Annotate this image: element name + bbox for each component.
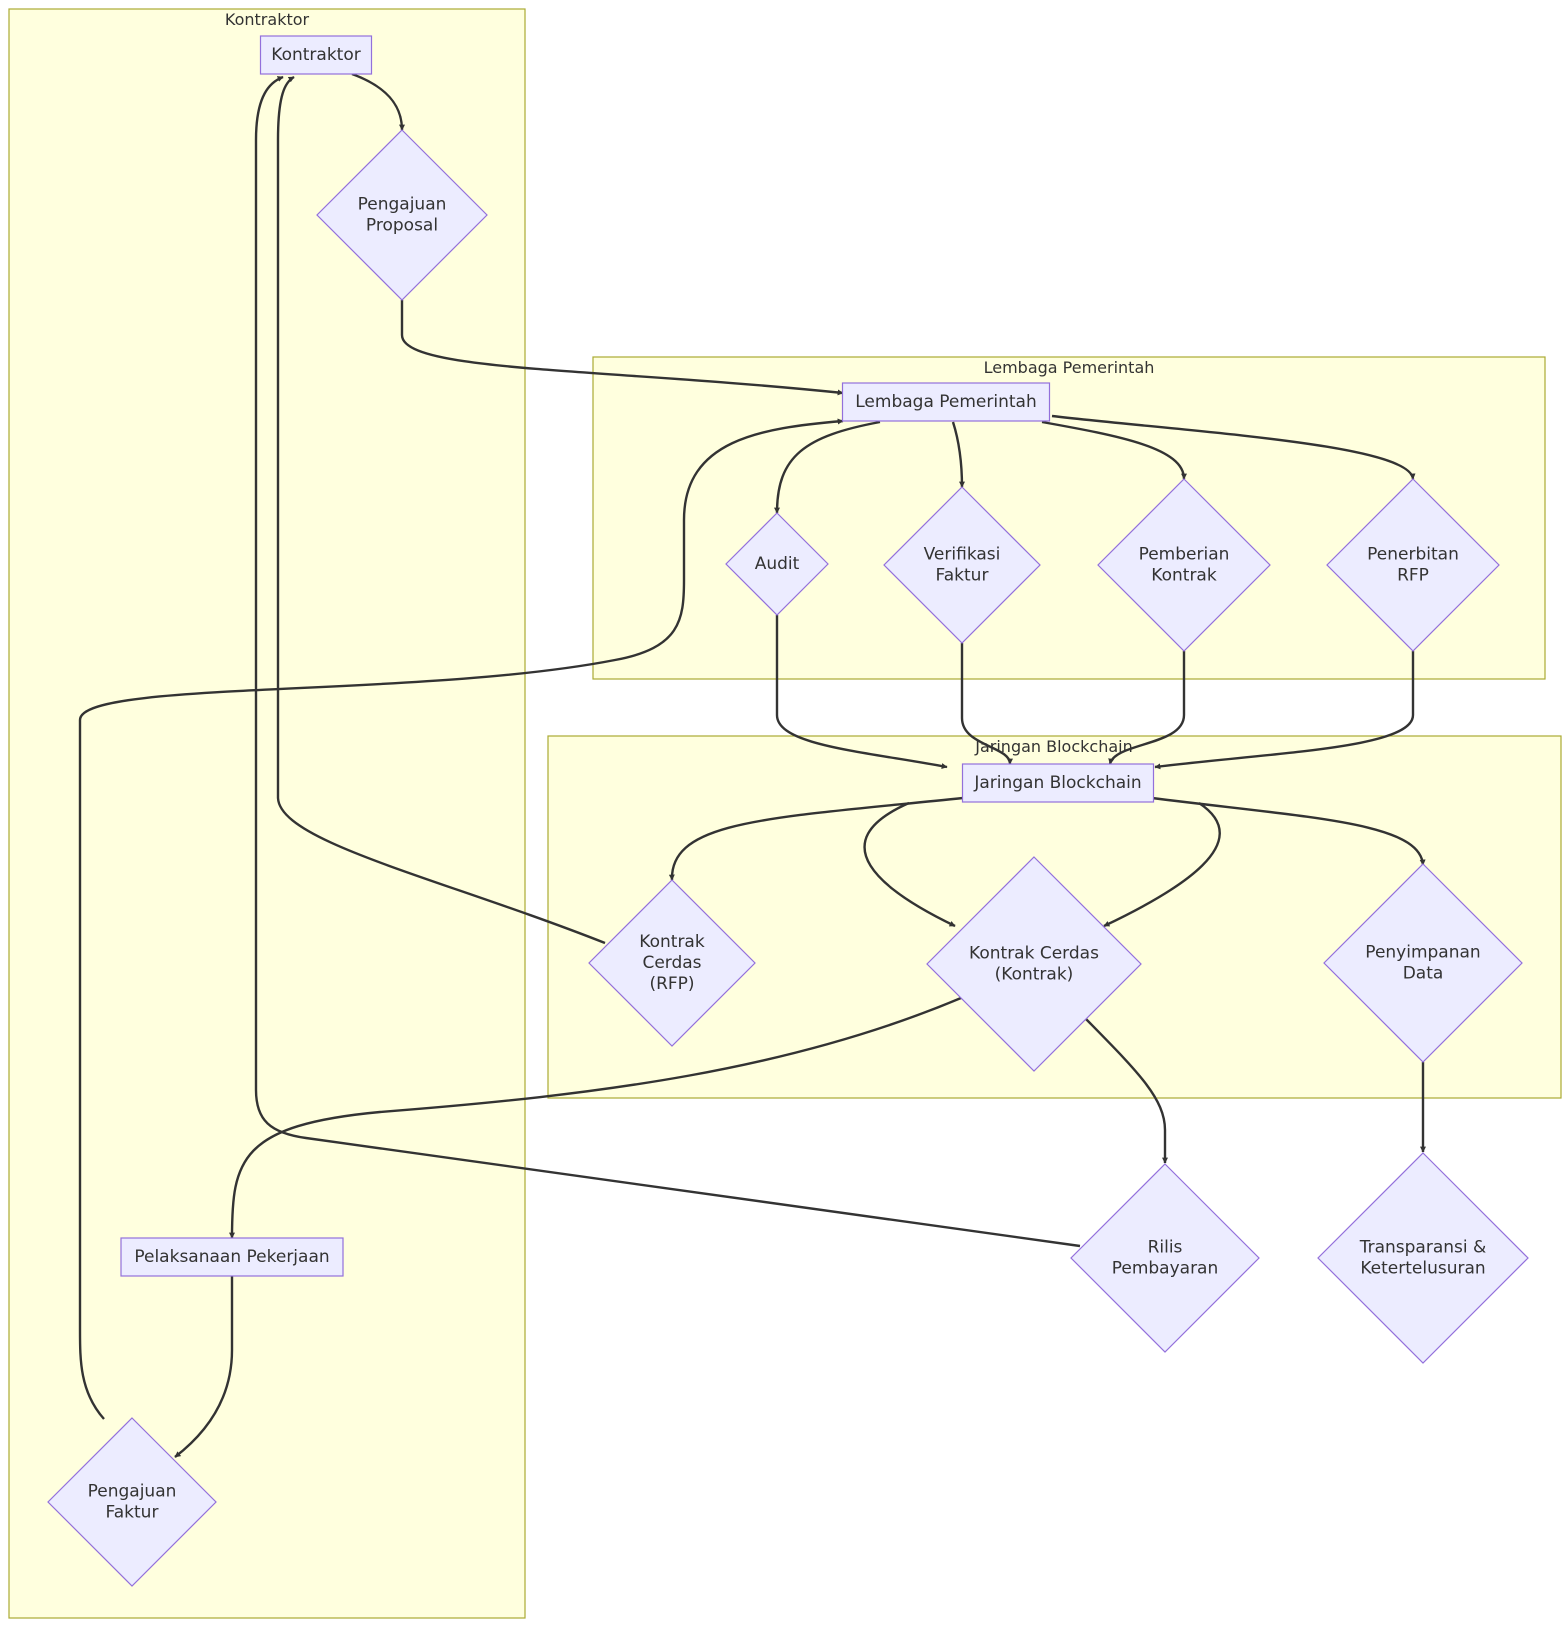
kc-rfp-label-line-2: Cerdas bbox=[642, 953, 701, 973]
pengajuan-faktur-label-line-2: Faktur bbox=[106, 1503, 159, 1523]
edge-kontrak-cerdas-kontrak-to-pelaksanaan bbox=[229, 996, 962, 1239]
cluster-kontraktor: Kontraktor bbox=[8, 8, 526, 1619]
penyimpanan-shape bbox=[1323, 863, 1523, 1063]
node-transparansi-ketertelusuran[interactable]: Transparansi &Ketertelusuran bbox=[1317, 1152, 1529, 1364]
rilis-label-line-1: Rilis bbox=[1148, 1238, 1183, 1258]
node-lembaga-pemerintah[interactable]: Lembaga Pemerintah bbox=[841, 382, 1051, 422]
edge-pengajuan-proposal-to-lembaga bbox=[400, 300, 844, 396]
node-audit[interactable]: Audit bbox=[725, 512, 829, 616]
pengajuan-proposal-label-line-2: Proposal bbox=[366, 216, 438, 236]
kontraktor-shape bbox=[259, 35, 373, 75]
pengajuan-faktur-label-line-1: Pengajuan bbox=[88, 1482, 177, 1502]
edge-jaringan-to-penyimpanan bbox=[1151, 796, 1426, 866]
edges-layer bbox=[78, 72, 1426, 1458]
verifikasi-shape bbox=[883, 486, 1041, 644]
penyimpanan-label-line-2: Data bbox=[1403, 964, 1444, 984]
edge-jaringan-to-kontrak-cerdas-kontrak-left bbox=[863, 801, 956, 928]
penerbitan-label-line-2: RFP bbox=[1397, 566, 1429, 586]
kc-rfp-label-line-1: Kontrak bbox=[639, 932, 705, 952]
node-kontraktor[interactable]: Kontraktor bbox=[259, 35, 373, 75]
edge-pelaksanaan-to-pengajuan-faktur bbox=[174, 1276, 234, 1458]
lembaga-shape bbox=[841, 382, 1051, 422]
penerbitan-shape bbox=[1326, 478, 1500, 652]
pemberian-shape bbox=[1097, 478, 1271, 652]
transparansi-shape bbox=[1317, 1152, 1529, 1364]
edge-audit-to-jaringan bbox=[775, 615, 948, 769]
edge-pemberian-to-jaringan bbox=[1108, 651, 1186, 765]
kontraktor-label-line-1: Kontraktor bbox=[271, 45, 360, 65]
pelaksanaan-shape bbox=[120, 1237, 344, 1277]
kc-kontrak-label-line-1: Kontrak Cerdas bbox=[969, 944, 1099, 964]
audit-shape bbox=[725, 512, 829, 616]
rilis-shape bbox=[1070, 1163, 1260, 1353]
cluster-title-jaringan-blockchain: Jaringan Blockchain bbox=[974, 737, 1132, 756]
jaringan-shape bbox=[961, 763, 1155, 803]
edge-lembaga-to-audit bbox=[774, 420, 881, 514]
kc-kontrak-label-line-2: (Kontrak) bbox=[995, 965, 1074, 985]
pelaksanaan-label-line-1: Pelaksanaan Pekerjaan bbox=[134, 1247, 329, 1267]
edge-penerbitan-to-jaringan bbox=[1154, 651, 1415, 770]
node-kontrak-cerdas-kontrak[interactable]: Kontrak Cerdas(Kontrak) bbox=[926, 856, 1142, 1072]
cluster-title-kontraktor: Kontraktor bbox=[225, 10, 310, 29]
cluster-title-lembaga-pemerintah: Lembaga Pemerintah bbox=[984, 358, 1155, 377]
kc-kontrak-shape bbox=[926, 856, 1142, 1072]
edge-lembaga-to-verifikasi bbox=[951, 421, 965, 488]
edge-jaringan-to-kontrak-cerdas-rfp bbox=[668, 796, 964, 881]
lembaga-label-line-1: Lembaga Pemerintah bbox=[855, 392, 1036, 412]
edge-kontraktor-to-pengajuan-proposal bbox=[351, 72, 405, 131]
audit-label-line-1: Audit bbox=[755, 554, 800, 574]
pengajuan-faktur-shape bbox=[47, 1417, 217, 1587]
node-jaringan-blockchain[interactable]: Jaringan Blockchain bbox=[961, 763, 1155, 803]
verifikasi-label-line-1: Verifikasi bbox=[924, 545, 1001, 565]
node-pelaksanaan-pekerjaan[interactable]: Pelaksanaan Pekerjaan bbox=[120, 1237, 344, 1277]
pengajuan-proposal-shape bbox=[316, 129, 488, 301]
transparansi-label-line-1: Transparansi & bbox=[1359, 1238, 1487, 1258]
edge-lembaga-to-pemberian bbox=[1041, 420, 1187, 480]
rilis-label-line-2: Pembayaran bbox=[1112, 1259, 1219, 1279]
kc-rfp-label-line-3: (RFP) bbox=[649, 974, 694, 994]
pengajuan-proposal-label-line-1: Pengajuan bbox=[358, 195, 447, 215]
penyimpanan-label-line-1: Penyimpanan bbox=[1365, 943, 1480, 963]
edge-jaringan-to-kontrak-cerdas-kontrak-right bbox=[1103, 801, 1221, 928]
jaringan-label-line-1: Jaringan Blockchain bbox=[973, 773, 1141, 793]
penerbitan-label-line-1: Penerbitan bbox=[1367, 545, 1459, 565]
edge-lembaga-to-penerbitan bbox=[1051, 414, 1416, 480]
kc-rfp-shape bbox=[588, 879, 756, 1047]
transparansi-label-line-2: Ketertelusuran bbox=[1360, 1259, 1485, 1279]
edge-kontrak-cerdas-rfp-to-kontraktor bbox=[276, 75, 606, 945]
edge-pengajuan-faktur-to-lembaga bbox=[78, 418, 844, 1420]
edge-kontrak-cerdas-kontrak-to-rilis bbox=[1084, 1017, 1168, 1164]
pemberian-label-line-1: Pemberian bbox=[1139, 545, 1230, 565]
verifikasi-label-line-2: Faktur bbox=[936, 566, 989, 586]
edge-rilis-to-kontraktor bbox=[254, 75, 1081, 1248]
pemberian-label-line-2: Kontrak bbox=[1151, 566, 1217, 586]
edge-verifikasi-to-jaringan bbox=[960, 643, 1013, 765]
